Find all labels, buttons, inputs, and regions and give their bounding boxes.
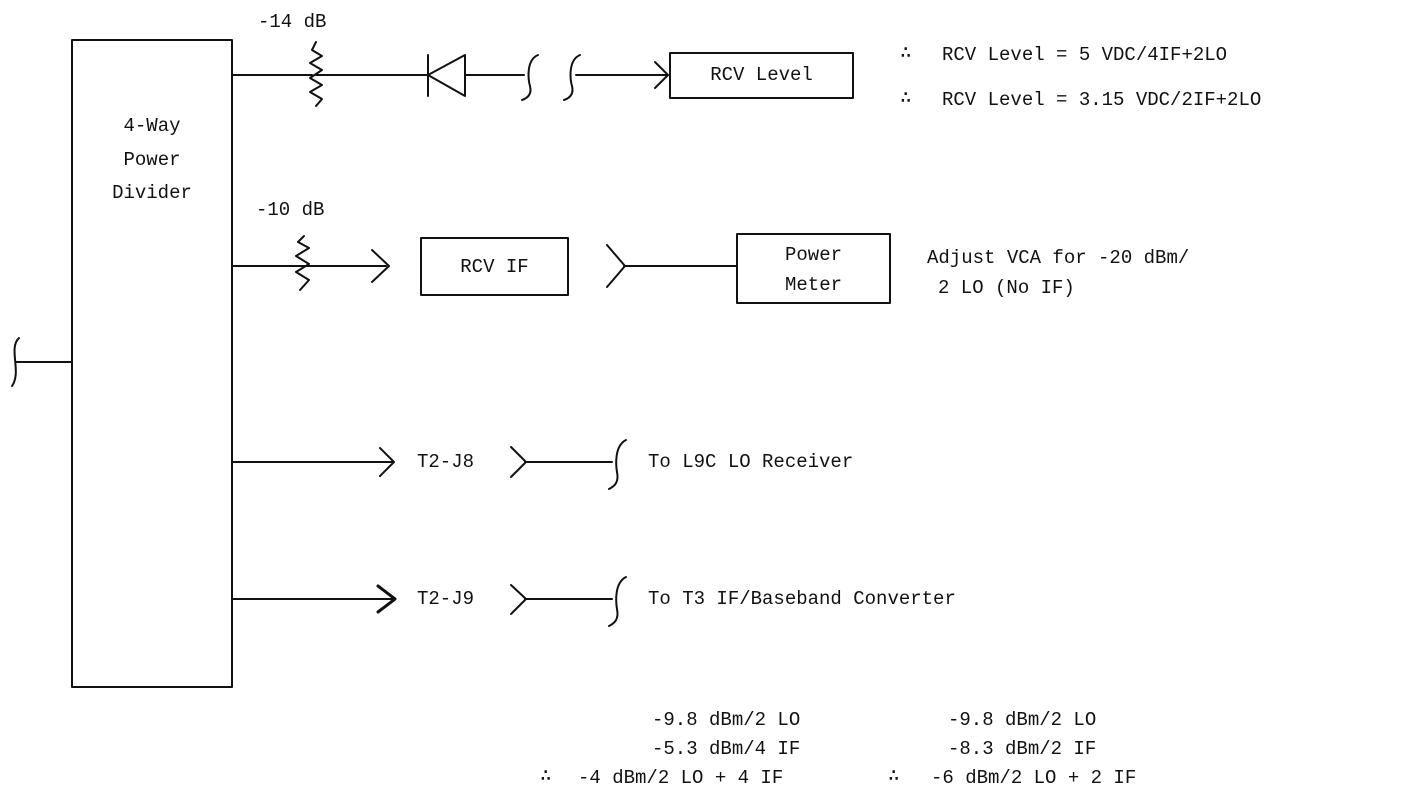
level-right-1: -9.8 dBm/2 LO [948, 709, 1097, 731]
level-left-2: -5.3 dBm/4 IF [652, 738, 801, 760]
arrow-rcv-level-icon [654, 61, 669, 89]
arrow-j8-icon [379, 447, 395, 477]
arrow-rcv-if-icon [371, 249, 390, 283]
level-left-1: -9.8 dBm/2 LO [652, 709, 801, 731]
vca-note-2: 2 LO (No IF) [938, 277, 1075, 299]
rcv-level-note-1: RCV Level = 5 VDC/4IF+2LO [942, 44, 1228, 66]
port-j9-label: T2-J9 [417, 588, 475, 610]
attenuator-10db-label: -10 dB [256, 199, 325, 221]
therefore-symbol-4: ∴ [888, 765, 899, 787]
vca-note-1: Adjust VCA for -20 dBm/ [927, 247, 1190, 269]
cable-break-icon-2 [563, 54, 581, 101]
input-connector-icon [11, 337, 20, 387]
therefore-symbol-3: ∴ [540, 765, 551, 787]
power-meter-label-2: Meter [784, 274, 842, 296]
level-left-3: -4 dBm/2 LO + 4 IF [578, 767, 784, 789]
cable-break-icon-4 [608, 576, 627, 627]
attenuator-14db-label: -14 dB [258, 11, 327, 33]
rcv-if-label: RCV IF [460, 256, 529, 278]
level-right-2: -8.3 dBm/2 IF [948, 738, 1097, 760]
divider-label-1: 4-Way [123, 115, 181, 137]
level-right-3: -6 dBm/2 LO + 2 IF [931, 767, 1137, 789]
rcv-level-box [669, 52, 854, 99]
rcv-if-box [420, 237, 569, 296]
port-j8-label: T2-J8 [417, 451, 475, 473]
rcv-level-note-2: RCV Level = 3.15 VDC/2IF+2LO [942, 89, 1262, 111]
therefore-symbol-2: ∴ [900, 87, 911, 109]
divider-label-2: Power [123, 149, 181, 171]
arrow-j9-icon [376, 584, 397, 614]
therefore-symbol-1: ∴ [900, 42, 911, 64]
rcv-level-label: RCV Level [710, 64, 813, 86]
connector-2-icon [606, 244, 626, 288]
diode-icon [427, 54, 466, 97]
power-divider-box [71, 39, 233, 688]
connector-3-icon [510, 446, 527, 478]
cable-break-icon-1 [521, 54, 539, 101]
connector-4-icon [510, 584, 527, 615]
power-meter-label-1: Power [784, 244, 842, 266]
divider-label-3: Divider [112, 182, 192, 204]
port-j9-destination: To T3 IF/Baseband Converter [648, 588, 956, 610]
cable-break-icon-3 [608, 439, 627, 490]
port-j8-destination: To L9C LO Receiver [648, 451, 854, 473]
attenuator-10db-icon [295, 235, 310, 291]
power-meter-box [736, 233, 891, 304]
